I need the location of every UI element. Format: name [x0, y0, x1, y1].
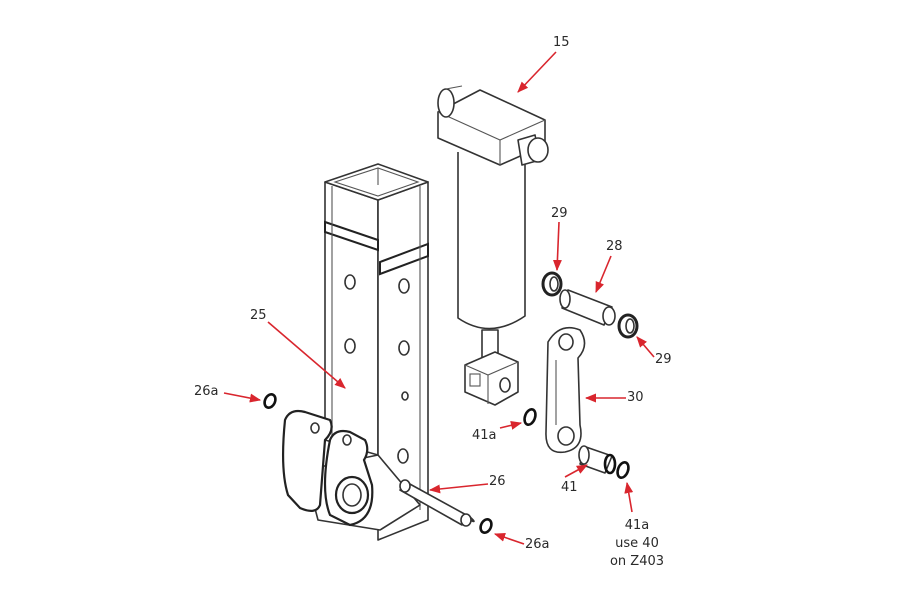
part-30-link-arm — [545, 326, 586, 454]
part-15-cylinder — [437, 85, 549, 406]
label-30: 30 — [627, 390, 644, 405]
part-26-pin — [399, 479, 475, 527]
leader-lines — [223, 51, 655, 545]
label-41a-note-line1: use 40 — [615, 536, 659, 551]
label-41: 41 — [561, 480, 578, 495]
label-25: 25 — [250, 308, 267, 323]
part-29-bushing-bottom — [617, 313, 639, 339]
label-28: 28 — [606, 239, 623, 254]
part-29-bushing-top — [541, 271, 563, 297]
part-28-pin — [559, 289, 616, 326]
ring-41a-left — [523, 407, 537, 427]
label-41a-note-line2: on Z403 — [609, 554, 665, 569]
label-41a-left: 41a — [472, 428, 497, 443]
label-26a-left: 26a — [194, 384, 219, 399]
label-29-top: 29 — [551, 206, 568, 221]
ring-41a-right — [616, 460, 630, 480]
label-29-bottom: 29 — [655, 352, 672, 367]
label-41a-right: 41a — [624, 518, 650, 533]
ring-26a-right — [479, 518, 493, 534]
ring-26a-left — [263, 393, 277, 409]
part-41-pin — [578, 445, 617, 475]
label-26a-right: 26a — [525, 537, 550, 552]
label-26: 26 — [489, 474, 506, 489]
label-15: 15 — [553, 35, 570, 50]
